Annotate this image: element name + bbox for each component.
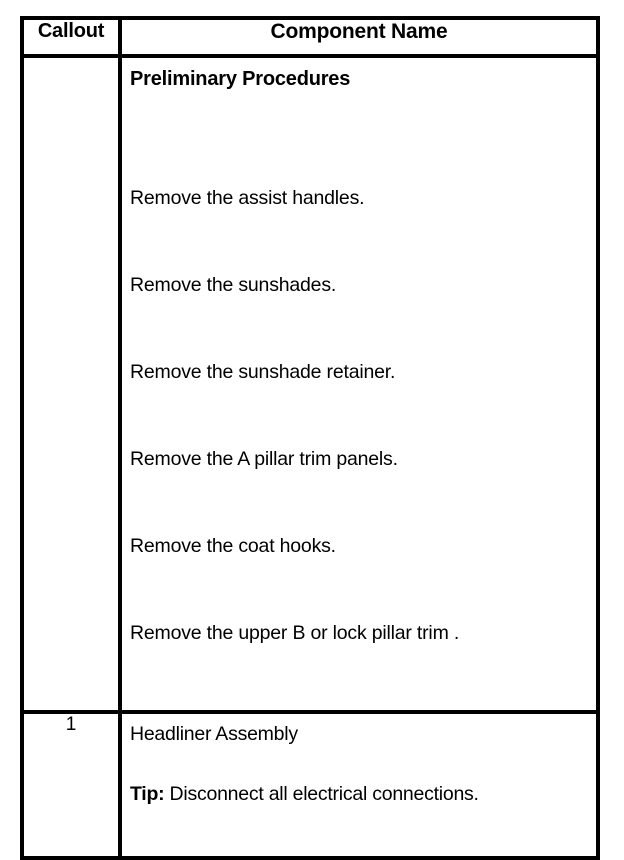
tip-text: Disconnect all electrical connections. xyxy=(164,783,479,805)
preliminary-procedures-step-list: Remove the assist handles. Remove the su… xyxy=(130,126,592,706)
callout-number-cell: 1 xyxy=(20,710,122,860)
list-item: Remove the assist handles. xyxy=(130,187,365,209)
column-header-callout: Callout xyxy=(20,16,122,58)
list-item: Remove the coat hooks. xyxy=(130,535,336,557)
service-manual-table-page: Callout Component Name Preliminary Proce… xyxy=(20,16,600,860)
table-row: 1 Headliner Assembly Tip: Disconnect all… xyxy=(20,710,600,860)
component-callout-table: Callout Component Name Preliminary Proce… xyxy=(20,16,600,860)
table-header-row: Callout Component Name xyxy=(20,16,600,58)
component-name-text: Headliner Assembly xyxy=(130,723,298,745)
list-item: Remove the sunshade retainer. xyxy=(130,361,396,383)
component-description-cell: Headliner Assembly Tip: Disconnect all e… xyxy=(118,710,600,860)
component-description-content: Headliner Assembly Tip: Disconnect all e… xyxy=(122,714,596,811)
list-item: Remove the upper B or lock pillar trim . xyxy=(130,622,460,644)
table-row: Preliminary Procedures Remove the assist… xyxy=(20,54,600,714)
preliminary-procedures-heading: Preliminary Procedures xyxy=(130,68,351,90)
preliminary-procedures-content: Preliminary Procedures Remove the assist… xyxy=(122,58,596,710)
tip-label: Tip: xyxy=(130,783,165,805)
column-header-component-name: Component Name xyxy=(118,16,600,58)
component-tip: Tip: Disconnect all electrical connectio… xyxy=(130,781,592,807)
preliminary-procedures-cell: Preliminary Procedures Remove the assist… xyxy=(118,54,600,714)
list-item: Remove the A pillar trim panels. xyxy=(130,448,398,470)
list-item: Remove the sunshades. xyxy=(130,274,337,296)
callout-cell-empty xyxy=(20,54,122,714)
